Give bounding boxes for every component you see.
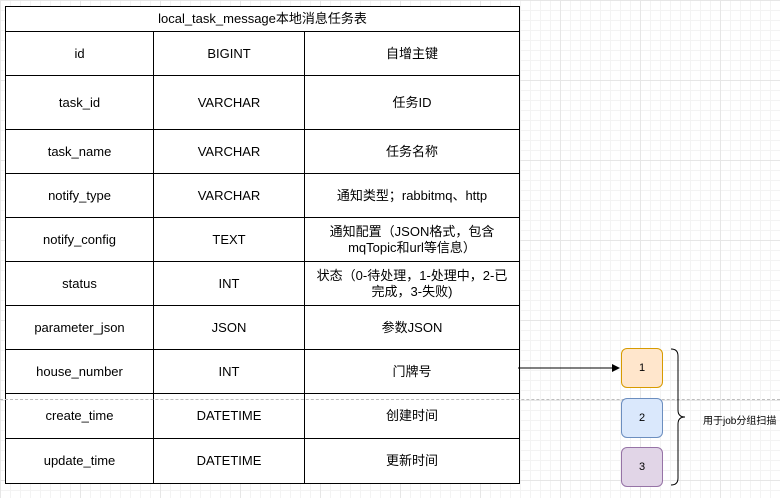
group-box-label: 3 bbox=[638, 461, 646, 473]
group-box-3: 3 bbox=[621, 447, 663, 487]
field-desc: 通知类型；rabbitmq、http bbox=[336, 187, 488, 203]
field-name: notify_type bbox=[6, 174, 154, 217]
field-type: DATETIME bbox=[154, 439, 305, 483]
group-box-label: 1 bbox=[638, 362, 646, 374]
table-row-task-id: task_id VARCHAR 任务ID bbox=[6, 76, 519, 130]
field-type: VARCHAR bbox=[154, 174, 305, 217]
group-box-2: 2 bbox=[621, 398, 663, 438]
field-type: DATETIME bbox=[154, 394, 305, 438]
field-desc: 状态（0-待处理，1-处理中，2-已完成，3-失败) bbox=[316, 267, 508, 299]
field-desc: 任务名称 bbox=[385, 143, 438, 159]
field-desc: 门牌号 bbox=[392, 363, 432, 379]
field-desc: 参数JSON bbox=[381, 319, 443, 335]
table-row-task-name: task_name VARCHAR 任务名称 bbox=[6, 130, 519, 174]
table-row-parameter-json: parameter_json JSON 参数JSON bbox=[6, 306, 519, 350]
field-type: VARCHAR bbox=[154, 76, 305, 129]
table-row-notify-config: notify_config TEXT 通知配置（JSON格式，包含mqTopic… bbox=[6, 218, 519, 262]
curly-brace bbox=[670, 348, 686, 486]
group-box-label: 2 bbox=[638, 412, 646, 424]
field-name: parameter_json bbox=[6, 306, 154, 349]
page-break-line bbox=[0, 399, 780, 400]
field-type: BIGINT bbox=[154, 32, 305, 75]
group-note: 用于job分组扫描 bbox=[703, 416, 777, 427]
table-row-notify-type: notify_type VARCHAR 通知类型；rabbitmq、http bbox=[6, 174, 519, 218]
field-type: JSON bbox=[154, 306, 305, 349]
field-name: update_time bbox=[6, 439, 154, 483]
field-name: create_time bbox=[6, 394, 154, 438]
field-name: id bbox=[6, 32, 154, 75]
table-row-id: id BIGINT 自增主键 bbox=[6, 32, 519, 76]
field-type: TEXT bbox=[154, 218, 305, 261]
field-name: task_id bbox=[6, 76, 154, 129]
field-type: INT bbox=[154, 350, 305, 393]
table-title: local_task_message本地消息任务表 bbox=[6, 7, 519, 32]
field-name: house_number bbox=[6, 350, 154, 393]
table-row-status: status INT 状态（0-待处理，1-处理中，2-已完成，3-失败) bbox=[6, 262, 519, 306]
field-desc: 任务ID bbox=[392, 94, 432, 110]
field-type: VARCHAR bbox=[154, 130, 305, 173]
field-name: task_name bbox=[6, 130, 154, 173]
field-desc: 自增主键 bbox=[385, 45, 438, 61]
table-row-update-time: update_time DATETIME 更新时间 bbox=[6, 439, 519, 483]
field-desc: 创建时间 bbox=[385, 408, 438, 423]
field-name: notify_config bbox=[6, 218, 154, 261]
group-box-1: 1 bbox=[621, 348, 663, 388]
local-task-message-table: local_task_message本地消息任务表 id BIGINT 自增主键… bbox=[5, 6, 520, 484]
field-desc: 更新时间 bbox=[385, 453, 438, 468]
field-name: status bbox=[6, 262, 154, 305]
field-type: INT bbox=[154, 262, 305, 305]
table-row-create-time: create_time DATETIME 创建时间 bbox=[6, 394, 519, 439]
field-desc: 通知配置（JSON格式，包含mqTopic和url等信息） bbox=[329, 223, 495, 255]
table-row-house-number: house_number INT 门牌号 bbox=[6, 350, 519, 394]
